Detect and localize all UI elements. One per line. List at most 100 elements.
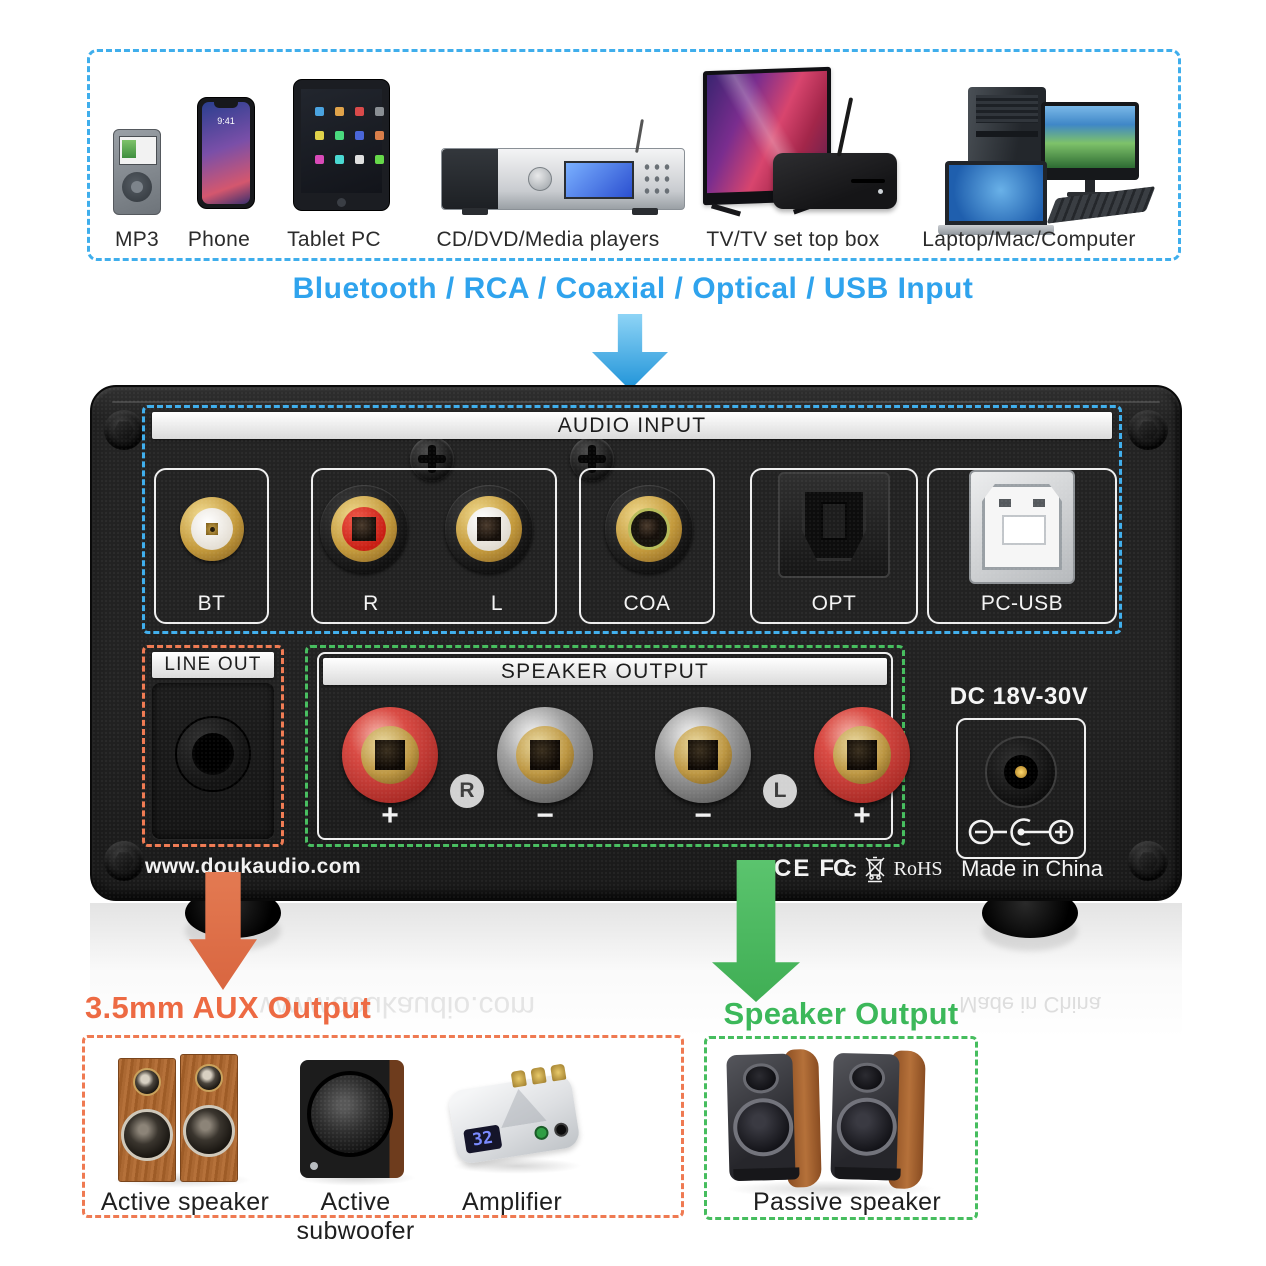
mp3-screen xyxy=(119,136,157,165)
device-label-mp3: MP3 xyxy=(114,228,160,251)
rca-plug-icon xyxy=(530,1066,547,1085)
terminal-minus: − xyxy=(694,799,712,832)
pc-tower-drive xyxy=(976,131,1038,137)
set-top-box-image xyxy=(773,97,897,209)
rca-l-label: L xyxy=(490,592,504,615)
aux-3-5mm-jack xyxy=(175,716,251,792)
dc-barrel-jack xyxy=(985,736,1057,808)
weee-bin-icon xyxy=(865,856,885,882)
power-jack-icon xyxy=(553,1121,570,1138)
terminal-plus: + xyxy=(853,799,871,832)
phone-clock: 9:41 xyxy=(217,116,235,126)
rca-gold-ring xyxy=(331,496,397,562)
coaxial-jack xyxy=(605,485,693,573)
bt-antenna-pin xyxy=(206,523,218,535)
binding-post-hole xyxy=(688,740,718,770)
optical-label: OPT xyxy=(811,592,857,615)
subwoofer-port xyxy=(310,1162,318,1170)
rca-center-hole xyxy=(352,517,376,541)
mp3-player-image xyxy=(113,129,161,215)
mp3-click-wheel xyxy=(122,172,152,202)
speaker-base xyxy=(834,1166,901,1181)
aux-device-label-active-speaker: Active speaker xyxy=(100,1188,270,1216)
binding-post-red xyxy=(342,707,438,803)
cd-player-buttons xyxy=(642,161,672,197)
aux-device-label-amplifier: Amplifier xyxy=(462,1188,562,1216)
phillips-screw-icon xyxy=(570,437,614,481)
rca-port-box: R L xyxy=(311,468,557,624)
fcc-mark: FCC xyxy=(819,855,856,882)
bt-port-label: BT xyxy=(197,592,226,615)
corner-screw-icon xyxy=(1128,410,1168,450)
tablet-home-button xyxy=(337,198,346,207)
rca-gold-ring xyxy=(456,496,522,562)
woofer-icon xyxy=(836,1096,898,1157)
line-out-title-strip: LINE OUT xyxy=(152,652,274,678)
terminal-minus: − xyxy=(536,799,554,832)
device-label-computer: Laptop/Mac/Computer xyxy=(922,228,1136,251)
woofer-icon xyxy=(732,1097,794,1158)
aux-jack-hole xyxy=(192,733,234,775)
input-types-heading: Bluetooth / RCA / Coaxial / Optical / US… xyxy=(292,272,974,305)
set-top-box-led xyxy=(878,189,883,194)
bt-antenna-inner xyxy=(191,508,233,550)
dc-jack-hole xyxy=(1004,755,1038,789)
audio-input-section xyxy=(142,405,1122,634)
rca-red-ring xyxy=(342,507,386,551)
rca-white-ring xyxy=(467,507,511,551)
monitor-screen xyxy=(1045,106,1135,168)
rca-jack-left xyxy=(445,485,533,573)
tweeter-icon xyxy=(848,1062,886,1094)
amplifier-top-emblem xyxy=(496,1085,547,1128)
ce-mark: CE xyxy=(774,855,812,882)
device-label-phone: Phone xyxy=(187,228,251,251)
aux-output-heading: 3.5mm AUX Output xyxy=(85,990,372,1025)
aux-device-label-active-subwoofer: Active subwoofer xyxy=(296,1188,415,1245)
dc-input-box xyxy=(956,718,1086,859)
monitor-image xyxy=(1041,102,1139,197)
phone-image: 9:41 xyxy=(197,97,255,209)
tv-leg xyxy=(710,203,742,217)
coaxial-inner-ring xyxy=(628,508,670,550)
device-shadow xyxy=(726,1180,936,1198)
speaker-output-heading: Speaker Output xyxy=(723,996,959,1031)
cd-player-antenna xyxy=(635,118,644,154)
website-text: www.doukaudio.com xyxy=(145,855,362,878)
rca-plug-icon xyxy=(510,1069,527,1088)
device-label-tv: TV/TV set top box xyxy=(706,228,880,251)
usb-contact-slot xyxy=(1033,499,1045,507)
dc-polarity-icon xyxy=(968,818,1074,846)
binding-post-gold xyxy=(516,726,574,784)
laptop-image xyxy=(938,161,1054,235)
device-shadow xyxy=(452,1158,582,1174)
device-label-tablet: Tablet PC xyxy=(287,228,381,251)
set-top-box-antenna xyxy=(836,97,854,157)
cd-player-display xyxy=(564,161,634,199)
dc-voltage-label: DC 18V-30V xyxy=(949,683,1089,710)
speaker-devices-box xyxy=(704,1036,978,1220)
keyboard-image xyxy=(1046,186,1156,224)
tablet-image xyxy=(293,79,390,211)
chassis-bevel-line xyxy=(112,401,1160,403)
active-speaker-image xyxy=(118,1058,176,1182)
corner-screw-icon xyxy=(104,841,144,881)
phone-notch xyxy=(214,102,238,108)
coaxial-port-box: COA xyxy=(579,468,715,624)
cd-player-side xyxy=(442,149,498,209)
toslink-opening xyxy=(802,489,866,561)
tweeter-icon xyxy=(133,1068,161,1096)
active-subwoofer-image xyxy=(300,1060,404,1178)
laptop-screen xyxy=(949,165,1043,221)
tablet-screen xyxy=(301,89,382,193)
device-label-cd: CD/DVD/Media players xyxy=(436,228,660,251)
speaker-output-title-strip: SPEAKER OUTPUT xyxy=(323,658,887,685)
active-speaker-image xyxy=(180,1054,238,1182)
audio-input-title-strip: AUDIO INPUT xyxy=(152,412,1112,439)
cd-player-knob xyxy=(528,167,552,191)
binding-post-clear xyxy=(497,707,593,803)
coaxial-gold-ring xyxy=(616,496,682,562)
input-sources-box: 9:41 xyxy=(87,49,1181,261)
binding-post-gold xyxy=(674,726,732,784)
usb-b-port xyxy=(969,470,1075,584)
